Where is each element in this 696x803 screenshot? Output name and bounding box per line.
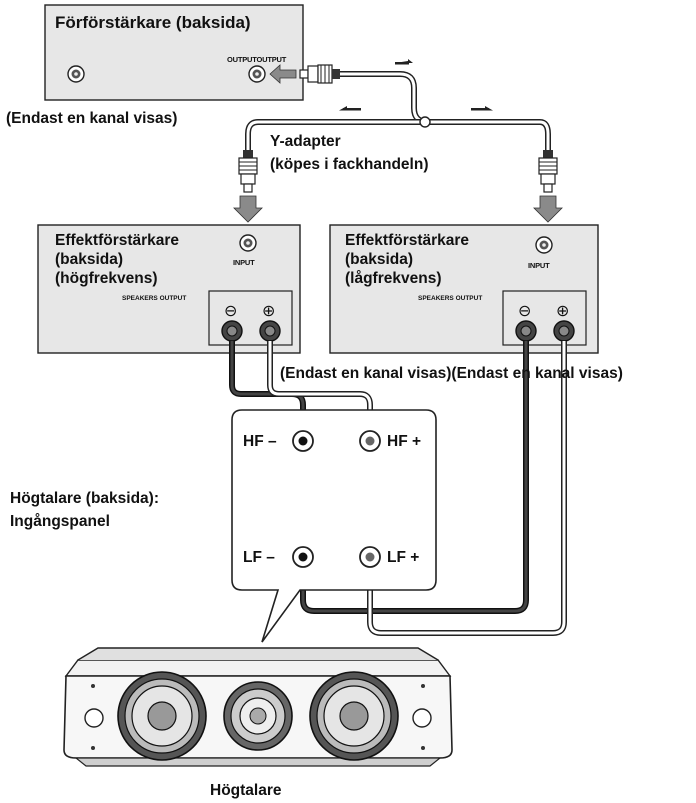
- amp-low-panel: Effektförstärkare (baksida) (lågfrekvens…: [329, 224, 599, 354]
- preamp-output-label: OUTPUTOUTPUT: [227, 55, 287, 64]
- speaker-input-panel: HF – HF + LF – LF +: [231, 409, 437, 643]
- rca-plug-high: [233, 150, 263, 223]
- amp-low-minus-symbol: ⊖: [518, 303, 531, 320]
- amp-high-line2: (baksida): [55, 251, 123, 268]
- amp-low-terminal-plus: [553, 320, 575, 342]
- lf-plus-terminal: [359, 546, 381, 568]
- amp-high-line3: (högfrekvens): [55, 270, 158, 287]
- center-speaker-illustration: [63, 647, 453, 767]
- amp-low-line1: Effektförstärkare: [345, 232, 469, 249]
- amp-high-speakers-output-label: SPEAKERS OUTPUT: [122, 295, 186, 302]
- preamp-plug-arrow: [269, 64, 297, 84]
- y-adapter-cable: [245, 71, 551, 150]
- amp-high-plus-symbol: ⊕: [262, 303, 275, 320]
- amp-low-line3: (lågfrekvens): [345, 270, 441, 287]
- preamp-title: Förförstärkare (baksida): [55, 13, 251, 32]
- lf-minus-label: LF –: [243, 549, 275, 566]
- preamp-output-jack: [248, 65, 266, 83]
- adapter-label-line1: Y-adapter: [270, 133, 341, 150]
- preamp-note: (Endast en kanal visas): [6, 110, 177, 127]
- amp-low-line2: (baksida): [345, 251, 413, 268]
- speaker-cables: [229, 341, 567, 636]
- amp-high-input-jack: [239, 234, 257, 252]
- preamp-panel: Förförstärkare (baksida) OUTPUTOUTPUT: [44, 4, 304, 101]
- speaker-panel-label-line1: Högtalare (baksida):: [10, 490, 159, 507]
- amp-high-panel: Effektförstärkare (baksida) (högfrekvens…: [37, 224, 301, 354]
- amp-high-terminal-plus: [259, 320, 281, 342]
- hf-plus-label: HF +: [387, 433, 421, 450]
- speaker-panel-label-line2: Ingångspanel: [10, 513, 110, 530]
- amp-high-minus-symbol: ⊖: [224, 303, 237, 320]
- woofer-left: [117, 671, 207, 761]
- amp-high-terminal-minus: [221, 320, 243, 342]
- amp-low-input-jack: [535, 236, 553, 254]
- signal-direction-arrows: [339, 59, 493, 111]
- midrange-center: [223, 681, 293, 751]
- amp-low-terminal-minus: [515, 320, 537, 342]
- amp-high-input-label: INPUT: [233, 258, 255, 267]
- speaker-label: Högtalare: [210, 782, 282, 799]
- lf-plus-label: LF +: [387, 549, 419, 566]
- amp-low-plus-symbol: ⊕: [556, 303, 569, 320]
- hf-plus-terminal: [359, 430, 381, 452]
- hf-minus-label: HF –: [243, 433, 277, 450]
- rca-plug-preamp: [299, 64, 340, 84]
- adapter-label-line2: (köpes i fackhandeln): [270, 156, 428, 173]
- rca-plug-low: [533, 150, 563, 223]
- channel-note: (Endast en kanal visas)(Endast en kanal …: [280, 365, 623, 382]
- amp-low-speakers-output-label: SPEAKERS OUTPUT: [418, 295, 482, 302]
- woofer-right: [309, 671, 399, 761]
- hf-minus-terminal: [292, 430, 314, 452]
- preamp-jack-left: [67, 65, 85, 83]
- lf-minus-terminal: [292, 546, 314, 568]
- amp-low-input-label: INPUT: [528, 261, 550, 270]
- amp-high-line1: Effektförstärkare: [55, 232, 179, 249]
